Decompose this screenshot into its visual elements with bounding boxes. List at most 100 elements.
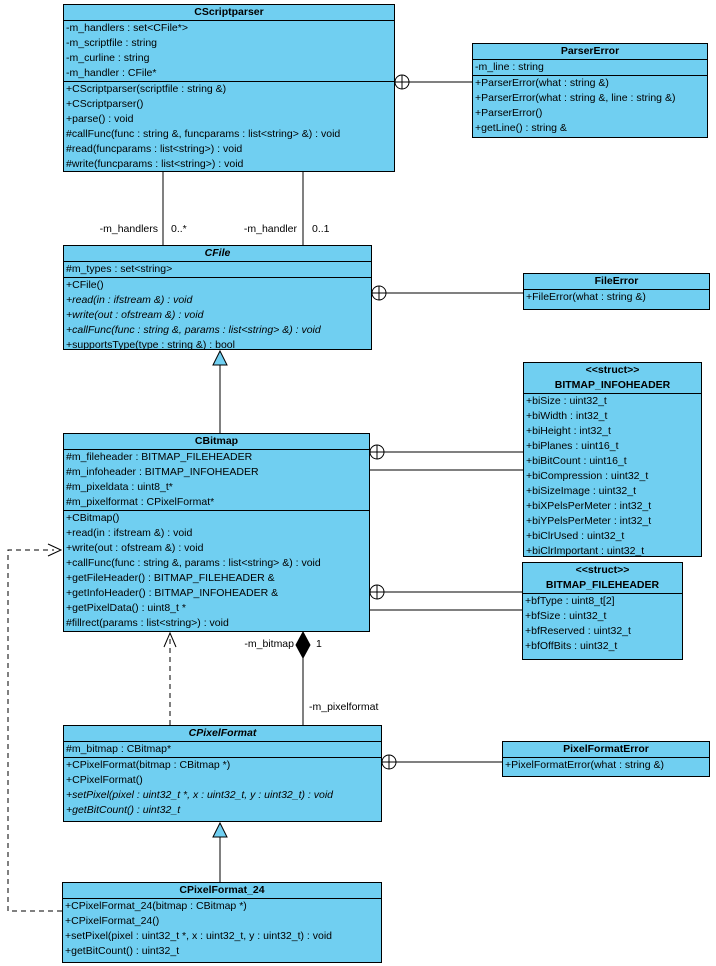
member-row: +biYPelsPerMeter : int32_t [526, 515, 652, 527]
class-fileerror[interactable]: FileError +FileError(what : string &) [523, 273, 710, 310]
methods-compartment: +PixelFormatError(what : string &) [503, 758, 709, 773]
member-row: +getLine() : string & [475, 122, 567, 134]
member-row: +biBitCount : uint16_t [526, 455, 627, 467]
member-row: -m_line : string [475, 61, 544, 73]
member-row: #callFunc(func : string &, funcparams : … [66, 128, 341, 140]
member-row: +setPixel(pixel : uint32_t *, x : uint32… [66, 789, 334, 801]
nesting-anchor-icon [394, 74, 410, 90]
member-row: +getBitCount() : uint32_t [66, 804, 181, 816]
class-cscriptparser[interactable]: CScriptparser -m_handlers : set<CFile*>-… [63, 4, 395, 172]
member-row: +biWidth : int32_t [526, 410, 608, 422]
containment-anchor-bitmap-fileheader [369, 584, 522, 600]
composition-cbitmap-cpixelformat [295, 630, 311, 725]
dependency-cpixelformat-cbitmap [163, 631, 177, 725]
member-row: +callFunc(func : string &, params : list… [66, 557, 321, 569]
member-row: +CBitmap() [66, 512, 120, 524]
member-row: +biPlanes : uint16_t [526, 440, 619, 452]
class-title: PixelFormatError [503, 742, 709, 758]
attributes-compartment: -m_handlers : set<CFile*> -m_scriptfile :… [64, 21, 394, 82]
member-row: +getBitCount() : uint32_t [65, 945, 180, 957]
member-row: +getFileHeader() : BITMAP_FILEHEADER & [66, 572, 275, 584]
methods-compartment: +CPixelFormat(bitmap : CBitmap *)+CPixel… [64, 758, 381, 818]
nesting-anchor-icon [369, 584, 385, 600]
member-row: -m_handlers : set<CFile*> [66, 22, 188, 34]
class-parsererror[interactable]: ParserError -m_line : string +ParserErro… [472, 43, 708, 138]
generalization-triangle-icon [212, 821, 228, 838]
class-cfile[interactable]: CFile #m_types : set<string> +CFile() +re… [63, 245, 372, 353]
member-row: +read(in : ifstream &) : void [66, 527, 193, 539]
member-row: +FileError(what : string &) [526, 291, 646, 303]
member-row: +bfReserved : uint32_t [525, 625, 631, 637]
member-row: #m_infoheader : BITMAP_INFOHEADER [66, 466, 259, 478]
nesting-anchor-icon [369, 444, 385, 460]
containment-anchor-bitmap-infoheader [369, 444, 523, 460]
attributes-compartment: +bfType : uint8_t[2]+bfSize : uint32_t+b… [523, 594, 682, 654]
class-cpixelformat[interactable]: CPixelFormat #m_bitmap : CBitmap* +CPixe… [63, 725, 382, 822]
class-title: CFile [64, 246, 371, 262]
dependency-cpixelformat24-cbitmap [7, 543, 63, 912]
containment-anchor-pixelformaterror [381, 754, 502, 770]
member-row: +biClrUsed : uint32_t [526, 530, 625, 542]
member-row: +CFile() [66, 279, 104, 291]
class-bitmap-infoheader[interactable]: <<struct>> BITMAP_INFOHEADER +biSize : u… [523, 362, 702, 557]
class-title: FileError [524, 274, 709, 290]
class-title: CBitmap [64, 434, 369, 450]
member-row: +write(out : ofstream &) : void [66, 542, 204, 554]
member-row: -m_scriptfile : string [66, 37, 158, 49]
methods-compartment: +CPixelFormat_24(bitmap : CBitmap *) +CPi… [63, 899, 381, 959]
attributes-compartment: +biSize : uint32_t+biWidth : int32_t+biH… [524, 394, 701, 559]
member-row: #m_bitmap : CBitmap* [66, 743, 172, 755]
methods-compartment: +CScriptparser(scriptfile : string &)+CS… [64, 82, 394, 172]
attributes-compartment: #m_types : set<string> [64, 262, 371, 278]
member-row: +read(in : ifstream &) : void [66, 294, 193, 306]
class-pixelformaterror[interactable]: PixelFormatError +PixelFormatError(what … [502, 741, 710, 777]
class-header: <<struct>> BITMAP_INFOHEADER [524, 363, 701, 394]
member-row: +CScriptparser(scriptfile : string &) [66, 83, 227, 95]
class-title: BITMAP_FILEHEADER [545, 579, 660, 591]
methods-compartment: +CFile()+read(in : ifstream &) : void+wr… [64, 278, 371, 353]
attributes-compartment: -m_line : string [473, 60, 707, 76]
member-row: +ParserError(what : string &) [475, 77, 609, 89]
generalization-triangle-icon [212, 349, 228, 366]
member-row: +getInfoHeader() : BITMAP_INFOHEADER & [66, 587, 279, 599]
member-row: +ParserError(what : string &, line : str… [475, 92, 676, 104]
member-row: #write(funcparams : list<string>) : void [66, 158, 244, 170]
member-row: -m_curline : string [66, 52, 150, 64]
multiplicity-label-m-handler: 0..1 [312, 223, 330, 235]
attributes-compartment: #m_fileheader : BITMAP_FILEHEADER#m_info… [64, 450, 369, 511]
role-label-m-handlers: -m_handlers [99, 223, 158, 235]
methods-compartment: +FileError(what : string &) [524, 290, 709, 305]
containment-anchor-parsererror [394, 74, 472, 90]
methods-compartment: +ParserError(what : string &) +ParserErro… [473, 76, 707, 136]
member-row: +setPixel(pixel : uint32_t *, x : uint32… [65, 930, 333, 942]
class-cpixelformat-24[interactable]: CPixelFormat_24 +CPixelFormat_24(bitmap … [62, 882, 382, 963]
member-row: +CPixelFormat(bitmap : CBitmap *) [66, 759, 231, 771]
role-label-m-handler: -m_handler [243, 223, 297, 235]
generalization-cpixelformat24-cpixelformat [212, 821, 228, 882]
role-label-m-bitmap: -m_bitmap [244, 638, 294, 650]
member-row: #m_pixeldata : uint8_t* [66, 481, 173, 493]
class-title: CPixelFormat_24 [63, 883, 381, 899]
methods-compartment: +CBitmap() +read(in : ifstream &) : void +… [64, 511, 369, 631]
multiplicity-label-m-handlers: 0..* [171, 223, 187, 235]
containment-anchor-fileerror [371, 285, 523, 301]
role-label-m-pixelformat: -m_pixelformat [309, 701, 379, 713]
nesting-anchor-icon [371, 285, 387, 301]
member-row: +parse() : void [66, 113, 134, 125]
member-row: +CPixelFormat_24() [65, 915, 160, 927]
member-row: +biCompression : uint32_t [526, 470, 649, 482]
composition-diamond-icon [295, 630, 311, 660]
member-row: +biSizeImage : uint32_t [526, 485, 637, 497]
member-row: +getPixelData() : uint8_t * [66, 602, 186, 614]
class-title: ParserError [473, 44, 707, 60]
class-bitmap-fileheader[interactable]: <<struct>> BITMAP_FILEHEADER +bfType : u… [522, 562, 683, 660]
stereotype-label: <<struct>> [585, 364, 640, 376]
member-row: +CPixelFormat_24(bitmap : CBitmap *) [65, 900, 247, 912]
class-cbitmap[interactable]: CBitmap #m_fileheader : BITMAP_FILEHEADE… [63, 433, 370, 632]
stereotype-label: <<struct>> [575, 564, 630, 576]
dependency-arrowhead-icon [47, 543, 63, 557]
member-row: #m_pixelformat : CPixelFormat* [66, 496, 215, 508]
member-row: +PixelFormatError(what : string &) [505, 759, 664, 771]
generalization-cbitmap-cfile [212, 349, 228, 433]
